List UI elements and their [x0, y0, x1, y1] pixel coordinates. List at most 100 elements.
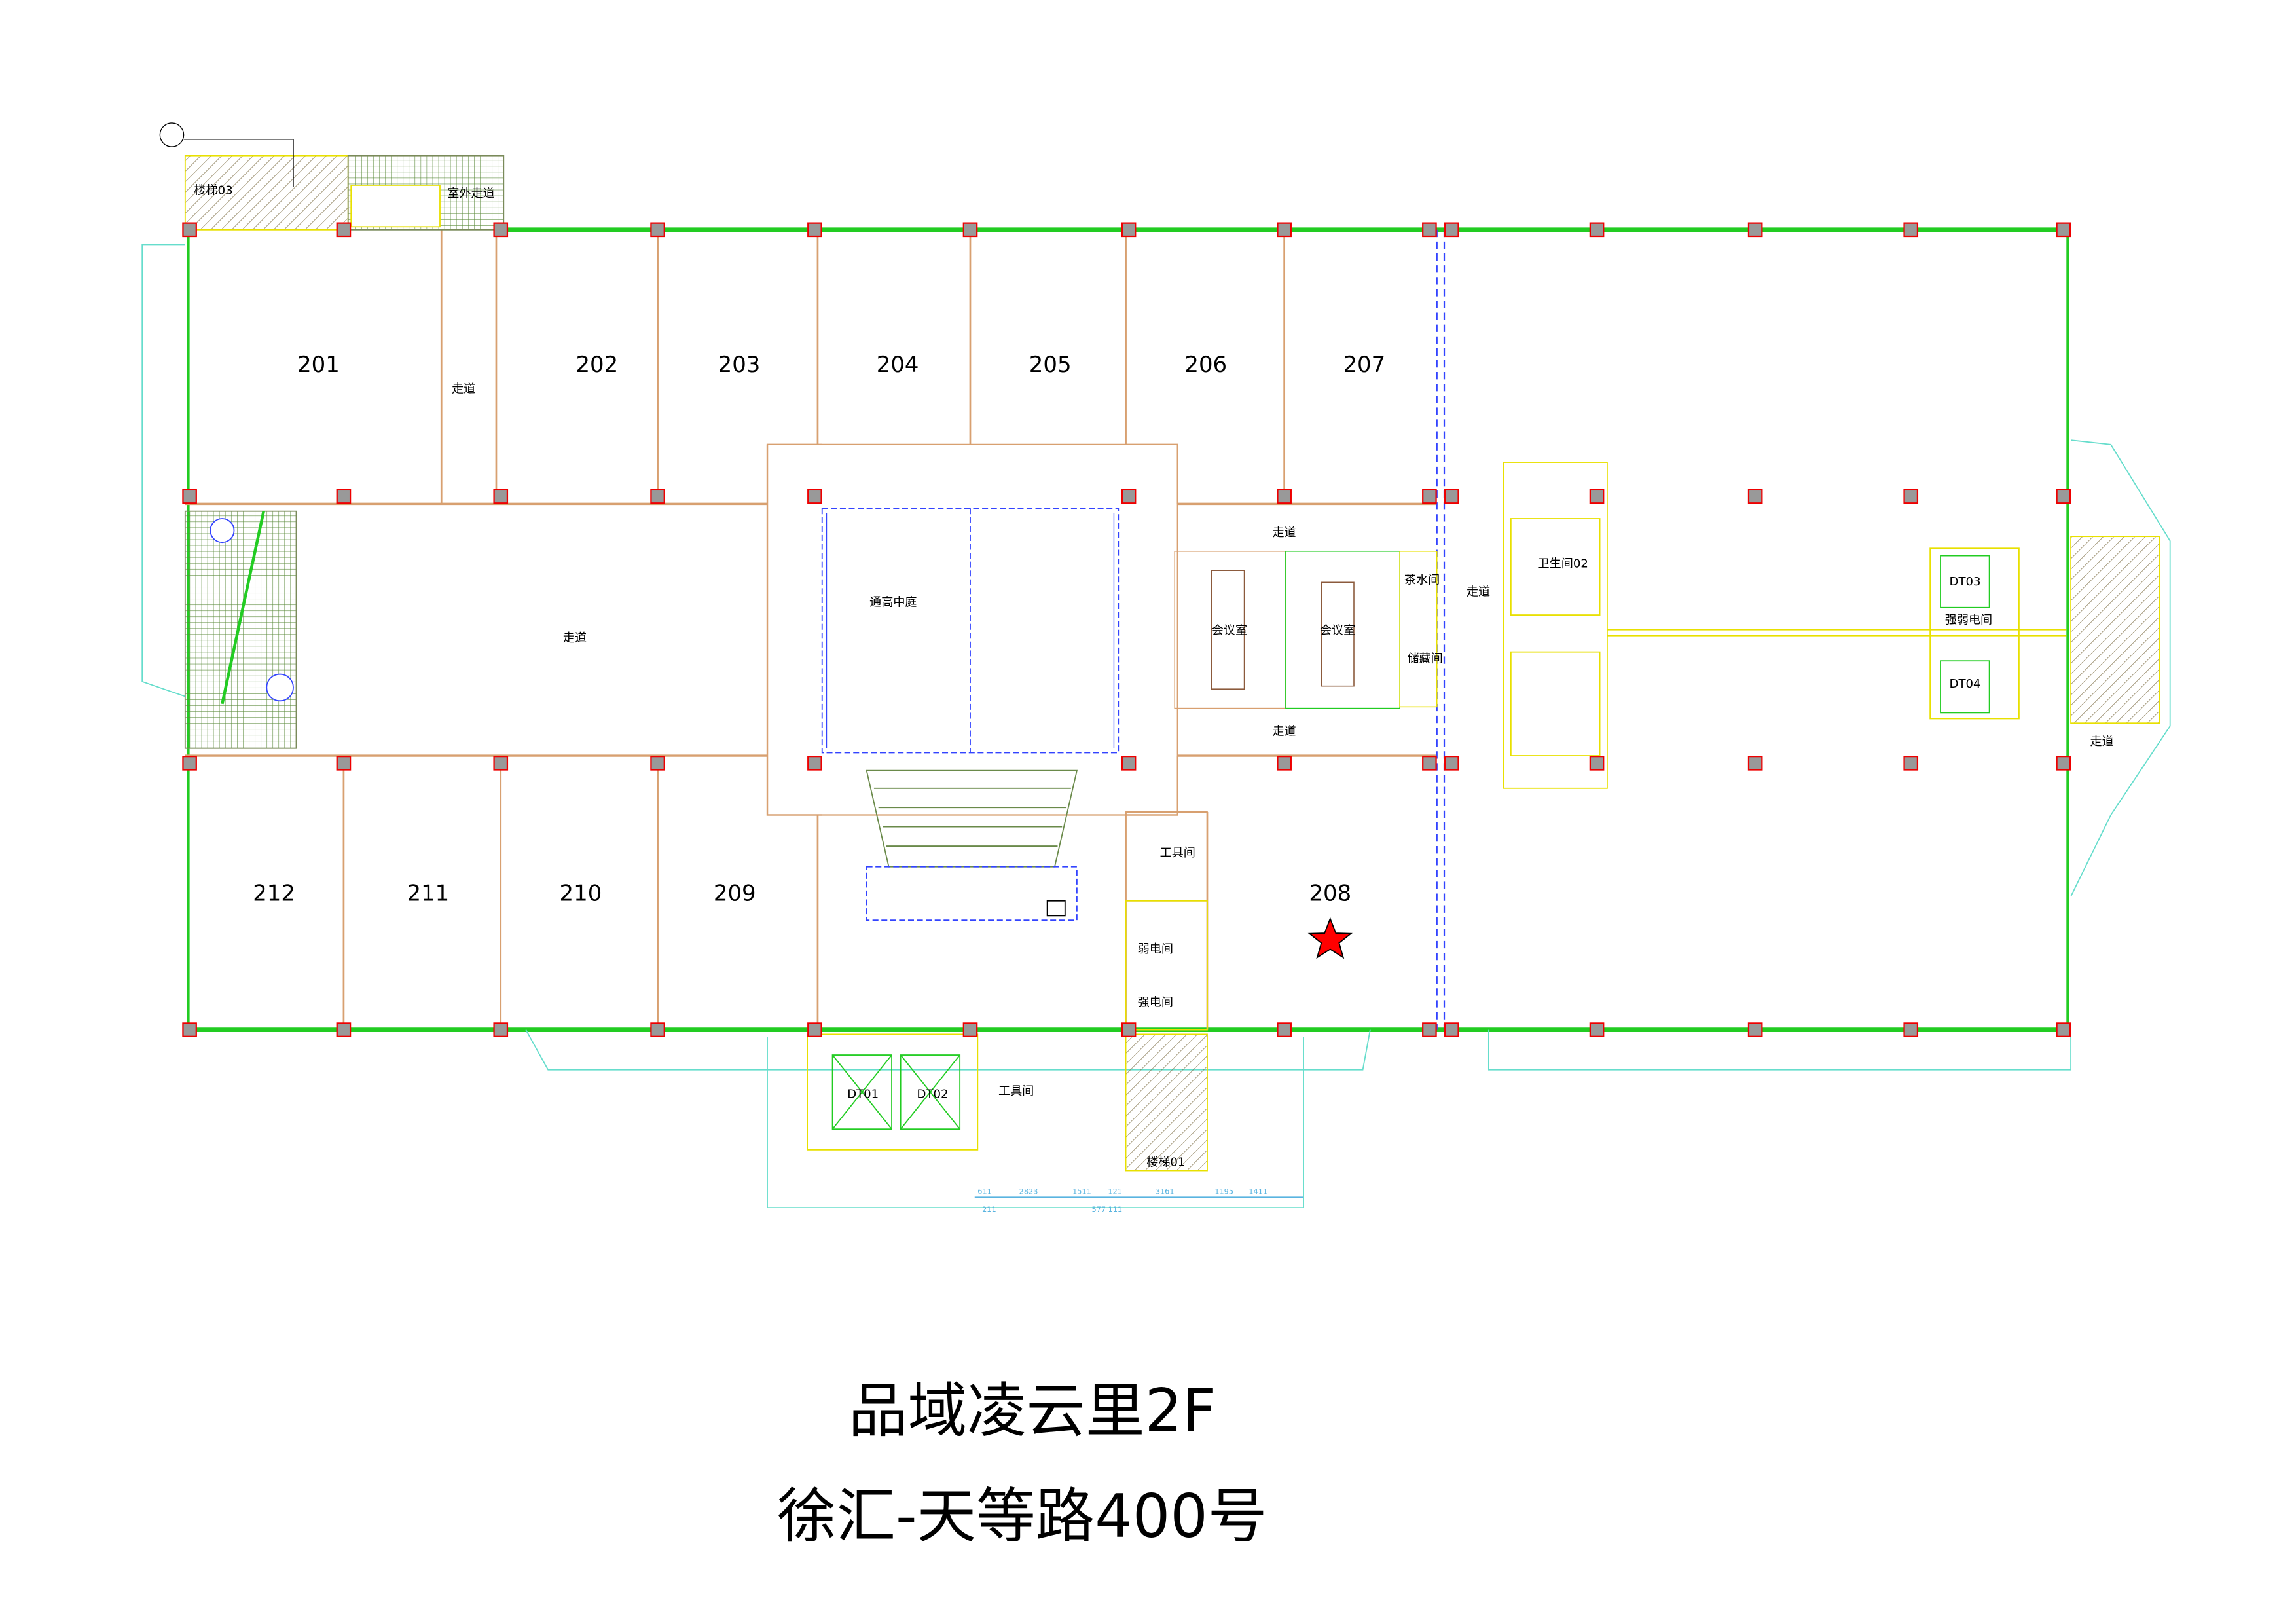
column: [1422, 489, 1437, 504]
column: [493, 1022, 509, 1037]
column: [807, 222, 822, 238]
column: [1121, 489, 1137, 504]
column: [336, 489, 352, 504]
label-dt02: DT02: [917, 1088, 949, 1101]
label-storage: 储藏间: [1407, 652, 1442, 665]
dim: 121: [1108, 1188, 1122, 1196]
column: [962, 222, 978, 238]
label-strong-electric: 强电间: [1138, 995, 1173, 1009]
column: [1747, 489, 1763, 504]
column: [1121, 1022, 1137, 1037]
column: [1277, 222, 1292, 238]
column: [336, 222, 352, 238]
column: [1903, 756, 1919, 771]
dim: 611: [977, 1188, 992, 1196]
column: [2056, 489, 2071, 504]
column: [1589, 222, 1605, 238]
dim: 3161: [1156, 1188, 1175, 1196]
label-dt04: DT04: [1950, 677, 1981, 691]
column: [182, 222, 197, 238]
column: [2056, 1022, 2071, 1037]
column: [493, 756, 509, 771]
room-212[interactable]: 212: [253, 881, 295, 907]
dim: 1411: [1248, 1188, 1267, 1196]
column: [2056, 756, 2071, 771]
column: [807, 1022, 822, 1037]
right-core: [1929, 536, 2160, 724]
column: [182, 756, 197, 771]
dim: 1195: [1214, 1188, 1233, 1196]
label-atrium: 通高中庭: [869, 596, 917, 610]
dim: 577 111: [1092, 1206, 1123, 1214]
column: [1589, 756, 1605, 771]
structural-columns: [182, 222, 2071, 1037]
column: [1277, 1022, 1292, 1037]
label-corridor: 走道: [452, 382, 475, 396]
dim: 211: [982, 1206, 996, 1214]
column: [1121, 756, 1137, 771]
column: [650, 489, 665, 504]
column: [1121, 222, 1137, 238]
label-corridor: 走道: [1273, 724, 1296, 738]
dim: 1511: [1072, 1188, 1091, 1196]
room-205[interactable]: 205: [1029, 352, 1072, 378]
escalator: [866, 769, 1078, 921]
room-208[interactable]: 208: [1309, 881, 1351, 907]
column: [650, 222, 665, 238]
column: [1903, 489, 1919, 504]
address-title: 徐汇-天等路400号: [777, 1482, 1267, 1551]
label-tool-room: 工具间: [998, 1084, 1034, 1098]
column: [1747, 756, 1763, 771]
label-corridor: 走道: [1273, 526, 1296, 540]
column: [962, 1022, 978, 1037]
column: [1277, 489, 1292, 504]
atrium: [821, 507, 1120, 754]
label-strong-weak-electric: 强弱电间: [1945, 614, 1992, 627]
label-corridor: 走道: [563, 631, 587, 645]
room-207[interactable]: 207: [1343, 352, 1385, 378]
column: [650, 1022, 665, 1037]
column: [1422, 756, 1437, 771]
column: [1444, 756, 1459, 771]
column: [182, 1022, 197, 1037]
room-211[interactable]: 211: [407, 881, 450, 907]
column: [182, 489, 197, 504]
column: [493, 489, 509, 504]
column: [336, 756, 352, 771]
label-dt03: DT03: [1950, 575, 1981, 589]
building-title: 品域凌云里2F: [848, 1377, 1216, 1446]
restroom-block: [1503, 462, 2067, 789]
room-204[interactable]: 204: [877, 352, 919, 378]
bottom-core: [807, 811, 1304, 1198]
room-201[interactable]: 201: [297, 352, 340, 378]
room-202[interactable]: 202: [575, 352, 618, 378]
red-star-icon: [1307, 917, 1353, 959]
label-tea-room: 茶水间: [1404, 574, 1440, 587]
label-meeting-room: 会议室: [1212, 623, 1247, 637]
column: [1903, 1022, 1919, 1037]
column: [807, 756, 822, 771]
label-restroom02: 卫生间02: [1538, 557, 1588, 571]
dim: 2823: [1019, 1188, 1038, 1196]
column: [336, 1022, 352, 1037]
column: [493, 222, 509, 238]
column: [1422, 222, 1437, 238]
column: [807, 489, 822, 504]
room-203[interactable]: 203: [718, 352, 761, 378]
label-weak-electric: 弱电间: [1138, 942, 1173, 956]
column: [1277, 756, 1292, 771]
room-206[interactable]: 206: [1184, 352, 1227, 378]
column: [1747, 222, 1763, 238]
label-dt01: DT01: [847, 1088, 879, 1101]
column: [2056, 222, 2071, 238]
room-209[interactable]: 209: [714, 881, 756, 907]
meeting-rooms: [1174, 550, 1438, 709]
column: [1589, 1022, 1605, 1037]
shaded-void: [184, 510, 297, 749]
label-corridor: 走道: [1467, 585, 1490, 599]
stair-03: [159, 122, 505, 231]
label-tool-room: 工具间: [1160, 846, 1195, 860]
room-210[interactable]: 210: [560, 881, 602, 907]
